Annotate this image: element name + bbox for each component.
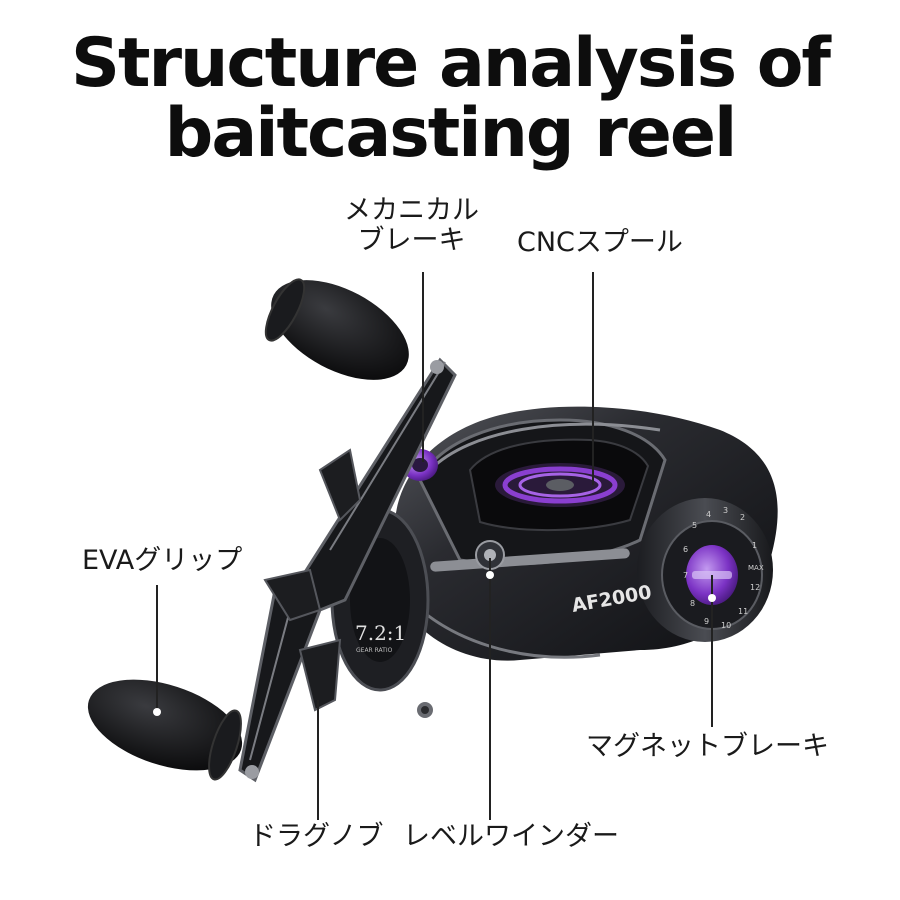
label-drag-knob: ドラグノブ bbox=[249, 821, 384, 852]
label-magnet-brake: マグネットブレーキ bbox=[586, 731, 829, 762]
svg-text:10: 10 bbox=[721, 621, 731, 630]
label-mechanical-brake-line1: メカニカル bbox=[344, 195, 479, 226]
svg-text:2: 2 bbox=[740, 513, 745, 522]
page-title-line2: baitcasting reel bbox=[164, 94, 738, 173]
svg-text:1: 1 bbox=[752, 541, 757, 550]
callout-lines bbox=[156, 272, 713, 820]
svg-text:MAX: MAX bbox=[748, 564, 764, 572]
svg-text:6: 6 bbox=[683, 545, 688, 554]
drag-knob-star bbox=[263, 448, 362, 712]
svg-text:8: 8 bbox=[690, 599, 695, 608]
dial-numbers: 1 2 3 4 5 6 7 8 9 10 11 12 MAX bbox=[683, 506, 764, 630]
gear-ratio: 7.2:1 bbox=[355, 621, 406, 645]
gear-ratio-caption: GEAR RATIO bbox=[356, 647, 393, 654]
svg-text:7: 7 bbox=[683, 571, 688, 580]
svg-text:4: 4 bbox=[706, 510, 711, 519]
page-title-line1: Structure analysis of bbox=[70, 24, 831, 103]
svg-text:9: 9 bbox=[704, 617, 709, 626]
grip-upper bbox=[264, 278, 409, 380]
label-mechanical-brake-line2: ブレーキ bbox=[357, 225, 466, 257]
callout-dots bbox=[153, 571, 716, 716]
label-level-winder: レベルワインダー bbox=[403, 821, 619, 852]
svg-text:12: 12 bbox=[750, 583, 760, 592]
svg-text:3: 3 bbox=[723, 506, 728, 515]
label-cnc-spool: CNCスプール bbox=[517, 227, 683, 258]
label-mechanical-brake: メカニカル ブレーキ bbox=[344, 195, 479, 257]
svg-text:11: 11 bbox=[738, 607, 748, 616]
grip-lower bbox=[87, 679, 243, 781]
label-eva-grip: EVAグリップ bbox=[82, 545, 243, 576]
handle-arm bbox=[238, 357, 457, 783]
svg-text:5: 5 bbox=[692, 521, 697, 530]
